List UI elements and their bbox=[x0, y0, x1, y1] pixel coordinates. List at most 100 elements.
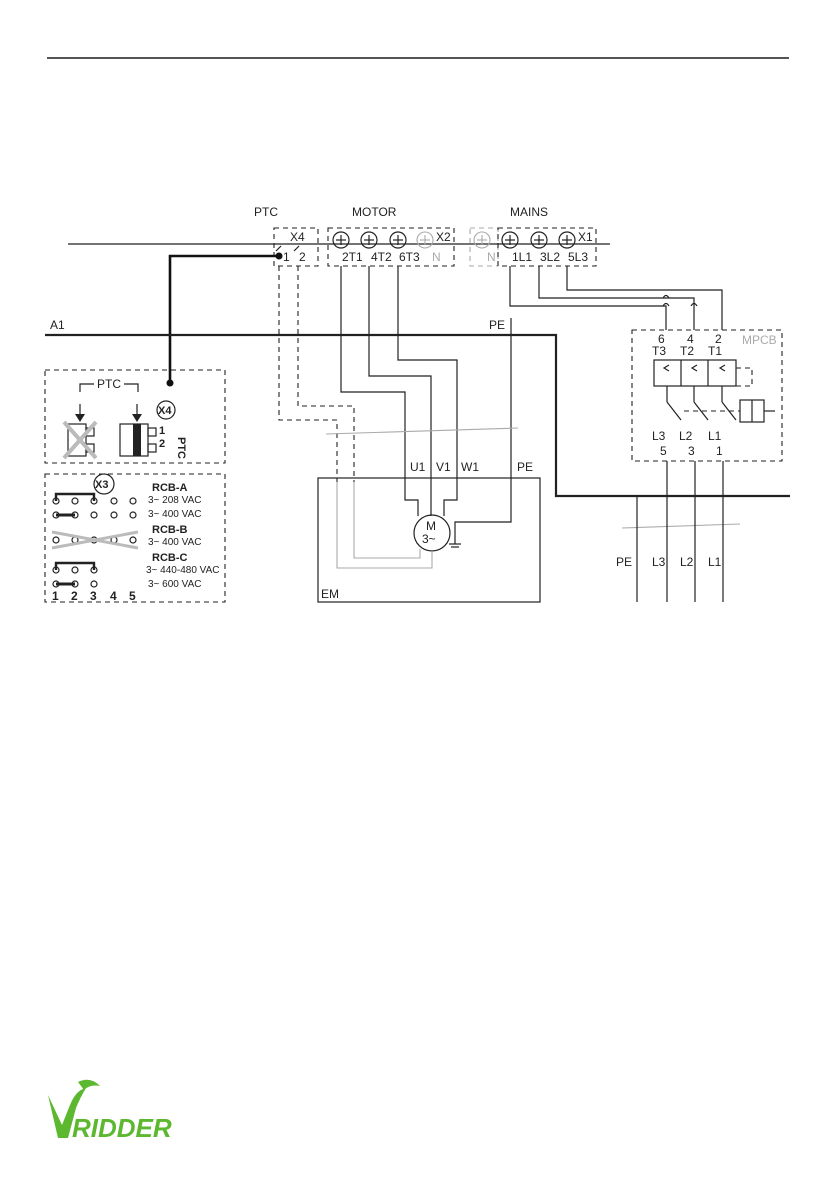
ptc-panel-side-label: PTC bbox=[175, 437, 187, 459]
motor-terminal-pe: PE bbox=[517, 460, 533, 474]
mpcb-label: MPCB bbox=[742, 333, 777, 347]
cable-mark bbox=[622, 524, 740, 528]
rcb-panel-connector: X3 bbox=[95, 479, 108, 491]
rcb-c-line-1: 3~ 440-480 VAC bbox=[146, 565, 219, 576]
motor-terminal-v1: V1 bbox=[436, 460, 451, 474]
rcb-c-jumpers bbox=[53, 563, 97, 587]
trip-arrow-icon bbox=[692, 365, 697, 371]
bus-pe-label: PE bbox=[489, 318, 505, 332]
mains-terminal-5l3: 5L3 bbox=[568, 250, 588, 264]
ptc-header: PTC bbox=[254, 205, 278, 219]
screw-icon bbox=[417, 232, 433, 248]
motor-terminal-u1: U1 bbox=[410, 460, 426, 474]
cable-mark bbox=[326, 428, 518, 434]
ptc-wire-1 bbox=[279, 266, 337, 482]
ptc-panel-pin-1: 1 bbox=[159, 425, 165, 437]
rcb-c-title: RCB-C bbox=[152, 552, 187, 564]
supply-label-l1: L1 bbox=[708, 555, 722, 569]
mpcb-top-label-t3: T3 bbox=[652, 344, 666, 358]
rcb-c-line-2: 3~ 600 VAC bbox=[148, 579, 201, 590]
screw-icon bbox=[390, 232, 406, 248]
screw-icon bbox=[474, 232, 490, 248]
motor-wire-u1 bbox=[341, 266, 405, 482]
ptc-panel-title: PTC bbox=[97, 377, 121, 391]
ptc-bracket bbox=[80, 384, 94, 392]
ptc-bracket bbox=[124, 384, 138, 392]
mpcb-link bbox=[736, 368, 752, 386]
jumper-removed-icon bbox=[64, 404, 96, 458]
jumper-connector-icon bbox=[120, 404, 156, 456]
supply-label-pe: PE bbox=[616, 555, 632, 569]
em-label: EM bbox=[321, 587, 339, 601]
motor-lead bbox=[444, 482, 457, 516]
ptc-sensor-wire bbox=[354, 482, 420, 558]
x4-terminal-1: 1 bbox=[283, 250, 290, 264]
ptc-panel-connector: X4 bbox=[158, 405, 172, 417]
mpcb-bottom-label-l3: L3 bbox=[652, 429, 666, 443]
rcb-pin-1: 1 bbox=[52, 589, 59, 603]
screw-icon bbox=[559, 232, 575, 248]
motor-terminal-2t1: 2T1 bbox=[342, 250, 363, 264]
trip-arrow-icon bbox=[720, 365, 725, 371]
bus-a1-label: A1 bbox=[50, 318, 65, 332]
motor-header: MOTOR bbox=[352, 205, 397, 219]
mains-terminal-1l1: 1L1 bbox=[512, 250, 532, 264]
ptc-sensor-wire bbox=[337, 482, 432, 568]
x4-terminal-2: 2 bbox=[299, 250, 306, 264]
trip-arrow-icon bbox=[664, 365, 669, 371]
rcb-b-title: RCB-B bbox=[152, 524, 187, 536]
rcb-b-line-1: 3~ 400 VAC bbox=[148, 537, 201, 548]
mpcb-trip-unit bbox=[654, 360, 736, 386]
ptc-panel-dot bbox=[167, 380, 174, 387]
mpcb-bottom-label-l1: L1 bbox=[708, 429, 722, 443]
mains-terminal-3l2: 3L2 bbox=[540, 250, 560, 264]
mains-terminal-n: N bbox=[487, 250, 496, 264]
screw-icon bbox=[333, 232, 349, 248]
motor-symbol-phase: 3~ bbox=[422, 532, 436, 546]
x1-label: X1 bbox=[578, 230, 593, 244]
motor-terminal-n: N bbox=[432, 250, 441, 264]
rcb-b-jumpers bbox=[52, 532, 138, 548]
ground-icon bbox=[449, 538, 461, 547]
mpcb-bottom-label-l2: L2 bbox=[679, 429, 693, 443]
motor-terminal-4t2: 4T2 bbox=[371, 250, 392, 264]
x4-label: X4 bbox=[290, 230, 305, 244]
motor-wire-v1 bbox=[369, 266, 431, 482]
motor-terminal-6t3: 6T3 bbox=[399, 250, 420, 264]
ptc-wire-2 bbox=[298, 266, 354, 482]
mains-wire-l2 bbox=[539, 266, 694, 330]
rcb-pin-2: 2 bbox=[71, 589, 78, 603]
screw-icon bbox=[502, 232, 518, 248]
rcb-a-jumpers bbox=[53, 494, 136, 518]
screw-icon bbox=[361, 232, 377, 248]
mpcb-bottom-number-3: 3 bbox=[688, 444, 695, 458]
motor-pe-lead bbox=[455, 482, 511, 538]
mpcb-bottom-number-5: 5 bbox=[660, 444, 667, 458]
ptc-lead-wire bbox=[170, 256, 279, 383]
logo-text: RIDDER bbox=[72, 1113, 172, 1143]
rcb-a-line-2: 3~ 400 VAC bbox=[148, 509, 201, 520]
motor-wire-w1 bbox=[398, 266, 457, 482]
switch-contact bbox=[667, 402, 681, 420]
rcb-pin-4: 4 bbox=[110, 589, 117, 603]
motor-terminal-w1: W1 bbox=[461, 460, 479, 474]
mpcb-top-label-t1: T1 bbox=[708, 344, 722, 358]
ridder-logo: RIDDER bbox=[48, 1080, 172, 1143]
rcb-a-line-1: 3~ 208 VAC bbox=[148, 495, 201, 506]
motor-symbol-m: M bbox=[426, 519, 436, 533]
rcb-a-title: RCB-A bbox=[152, 482, 187, 494]
mpcb-bottom-number-1: 1 bbox=[716, 444, 723, 458]
ptc-junction-dot bbox=[276, 253, 283, 260]
mpcb-top-label-t2: T2 bbox=[680, 344, 694, 358]
rcb-pin-3: 3 bbox=[90, 589, 97, 603]
x2-label: X2 bbox=[436, 230, 451, 244]
supply-label-l2: L2 bbox=[680, 555, 694, 569]
screw-icon bbox=[531, 232, 547, 248]
x4-tick-1 bbox=[276, 246, 281, 251]
mains-header: MAINS bbox=[510, 205, 548, 219]
motor-lead bbox=[405, 482, 418, 516]
rcb-pin-5: 5 bbox=[129, 589, 136, 603]
supply-label-l3: L3 bbox=[652, 555, 666, 569]
ptc-panel-pin-2: 2 bbox=[159, 438, 165, 450]
